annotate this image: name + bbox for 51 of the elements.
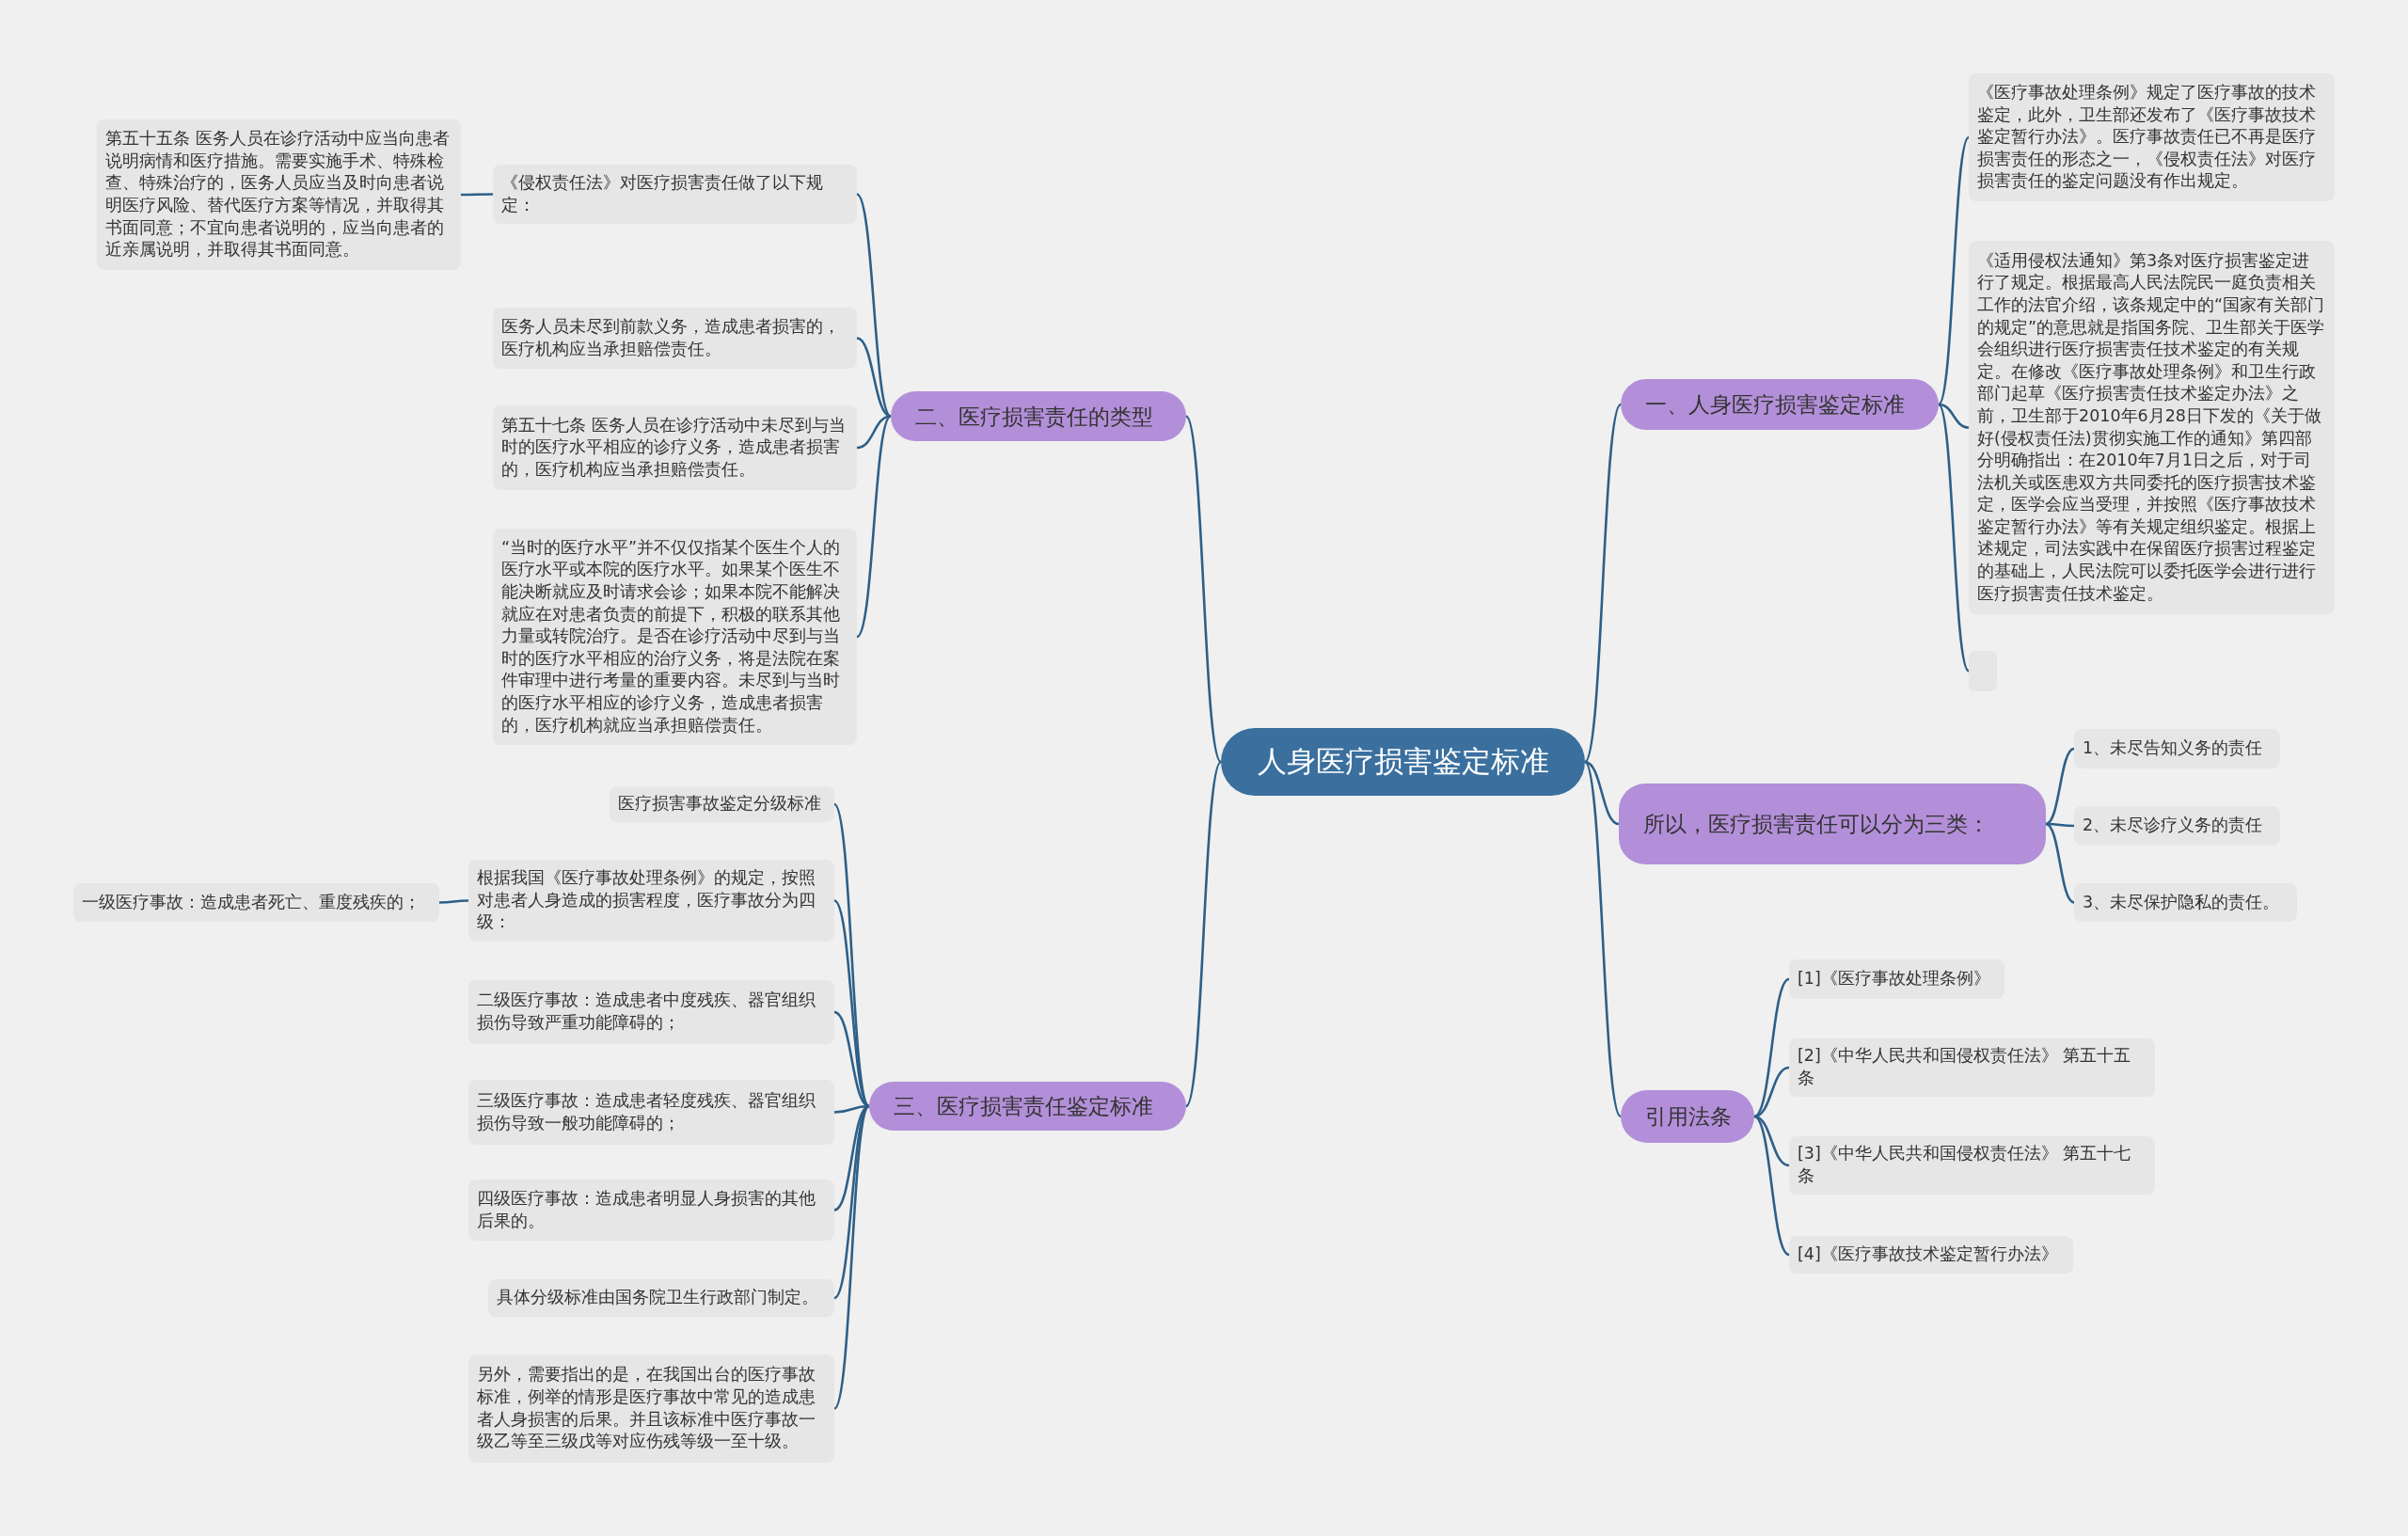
connector-line xyxy=(1753,1115,1790,1257)
connector-line xyxy=(832,803,871,1107)
connector-line xyxy=(2046,822,2074,828)
topic-box: 另外，需要指出的是，在我国出台的医疗事故标准，例举的情形是医疗事故中常见的造成患者人身损害的后果。并且该标准中医疗事故一级乙等至三级戊等对应伤残等级一至十级。 xyxy=(468,1354,834,1463)
connector-line xyxy=(1584,760,1620,826)
connector-line xyxy=(2045,747,2075,826)
topic-box: [2]《中华人民共和国侵权责任法》 第五十五条 xyxy=(1789,1038,2155,1097)
central-topic: 人身医疗损害鉴定标准 xyxy=(1221,728,1585,796)
topic-box: 《侵权责任法》对医疗损害责任做了以下规定： xyxy=(493,165,857,224)
topic-box: 第五十五条 医务人员在诊疗活动中应当向患者说明病情和医疗措施。需要实施手术、特殊检查、特殊治疗的，医务人员应当及时向患者说明医疗风险、替代医疗方案等情况，并取得其书面同意；不宜向患者说明的，应当向患者的近亲属说明，并取得其书面同意。 xyxy=(97,119,461,270)
topic-box: [1]《医疗事故处理条例》 xyxy=(1789,959,2004,999)
topic-box: 具体分级标准由国务院卫生行政部门制定。 xyxy=(488,1279,834,1317)
topic-box: 根据我国《医疗事故处理条例》的规定，按照对患者人身造成的损害程度，医疗事故分为四级： xyxy=(468,860,834,942)
topic-box: [3]《中华人民共和国侵权责任法》 第五十七条 xyxy=(1789,1136,2155,1195)
connector-line xyxy=(1937,136,1971,405)
topic-box: 1、未尽告知义务的责任 xyxy=(2074,729,2280,768)
connector-line xyxy=(1753,1115,1790,1167)
branch-topic: 所以，医疗损害责任可以分为三类： xyxy=(1619,784,2046,864)
connector-line xyxy=(1184,761,1223,1107)
connector-line xyxy=(461,193,493,197)
topic-box: 医疗损害事故鉴定分级标准 xyxy=(610,786,834,822)
topic-box: 第五十七条 医务人员在诊疗活动中未尽到与当时的医疗水平相应的诊疗义务，造成患者损害的，医疗机构应当承担赔偿责任。 xyxy=(493,405,857,490)
topic-box: 《适用侵权法通知》第3条对医疗损害鉴定进行了规定。根据最高人民法院民一庭负责相关工作的法官介绍，该条规定中的“国家有关部门的规定”的意思就是指国务院、卫生部关于医学会组织进行医疗损害责任技术鉴定的有关规定。在修改《医疗事故处理条例》和卫生行政部门起草《医疗损害责任技术鉴定办法》之前，卫生部于2010年6月28日下发的《关于做好(侵权责任法)贯彻实施工作的通知》第四部分明确指出：在2010年7月1日之后，对于司法机关或医患双方共同委托的医疗损害技术鉴定，医学会应当受理，并按照《医疗事故技术鉴定暂行办法》等有关规定组织鉴定。根据上述规定，司法实践中在保留医疗损害过程鉴定的基础上，人民法院可以委托医学会进行进行医疗损害责任技术鉴定。 xyxy=(1969,241,2335,614)
branch-topic: 引用法条 xyxy=(1621,1090,1754,1143)
connector-line xyxy=(439,899,468,904)
branch-topic: 三、医疗损害责任鉴定标准 xyxy=(869,1082,1186,1131)
topic-box: [4]《医疗事故技术鉴定暂行办法》 xyxy=(1789,1236,2073,1274)
connector-line xyxy=(1753,1066,1790,1118)
connector-line xyxy=(2045,822,2075,904)
empty-box xyxy=(1969,651,1997,691)
connector-line xyxy=(1583,404,1623,763)
connector-line xyxy=(832,1105,871,1410)
connector-line xyxy=(1938,403,1970,429)
connector-line xyxy=(856,415,892,638)
connector-line xyxy=(1583,761,1623,1117)
topic-box: 二级医疗事故：造成患者中度残疾、器官组织损伤导致严重功能障碍的； xyxy=(468,980,834,1044)
connector-line xyxy=(833,899,870,1107)
branch-topic: 一、人身医疗损害鉴定标准 xyxy=(1621,379,1939,430)
topic-box: 一级医疗事故：造成患者死亡、重度残疾的； xyxy=(73,883,439,922)
branch-topic: 二、医疗损害责任的类型 xyxy=(891,391,1186,441)
topic-box: “当时的医疗水平”并不仅仅指某个医生个人的医疗水平或本院的医疗水平。如果某个医生不能决断就应及时请求会诊；如果本院不能解决就应在对患者负责的前提下，积极的联系其他力量或转院治疗。是否在诊疗活动中尽到与当时的医疗水平相应的治疗义务，将是法院在案件审理中进行考量的重要内容。未尽到与当时的医疗水平相应的诊疗义务，造成患者损害的，医疗机构就应当承担赔偿责任。 xyxy=(493,529,857,745)
connector-line xyxy=(1184,415,1223,763)
connector-line xyxy=(856,193,892,418)
connector-line xyxy=(856,337,892,418)
topic-box: 四级医疗事故：造成患者明显人身损害的其他后果的。 xyxy=(468,1180,834,1241)
topic-box: 3、未尽保护隐私的责任。 xyxy=(2074,883,2297,922)
topic-box: 医务人员未尽到前款义务，造成患者损害的，医疗机构应当承担赔偿责任。 xyxy=(493,308,857,369)
connector-line xyxy=(1937,404,1971,673)
topic-box: 《医疗事故处理条例》规定了医疗事故的技术鉴定，此外，卫生部还发布了《医疗事故技术鉴定暂行办法》。医疗事故责任已不再是医疗损害责任的形态之一，《侵权责任法》对医疗损害责任的鉴定问题没有作出规定。 xyxy=(1969,73,2335,201)
topic-box: 三级医疗事故：造成患者轻度残疾、器官组织损伤导致一般功能障碍的； xyxy=(468,1080,834,1145)
topic-box: 2、未尽诊疗义务的责任 xyxy=(2074,806,2280,846)
